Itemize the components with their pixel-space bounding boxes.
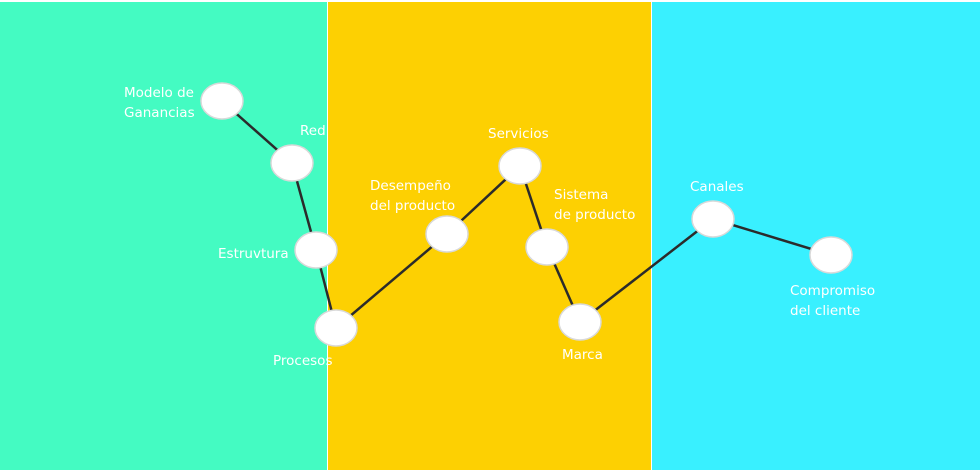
panel-middle: [328, 2, 651, 470]
label-red: Red: [300, 123, 326, 139]
nodes-layer: [200, 82, 853, 347]
panel-left: [0, 2, 327, 470]
node-compromiso: [809, 236, 853, 274]
label-modelo-de-ganancias: Modelo de Ganancias: [124, 85, 195, 121]
label-marca: Marca: [562, 347, 603, 363]
label-compromiso-del-cliente: Compromiso del cliente: [790, 283, 876, 319]
node-desempeno: [425, 215, 469, 253]
edge-marca-canales: [579, 218, 714, 323]
node-red: [270, 144, 314, 182]
label-servicios: Servicios: [488, 126, 549, 142]
node-canales: [691, 200, 735, 238]
label-desempeno-del-producto: Desempeño del producto: [370, 178, 456, 214]
label-sistema-de-producto: Sistema de producto: [554, 187, 636, 223]
label-canales: Canales: [690, 179, 744, 195]
node-sistema: [525, 228, 569, 266]
edge-procesos-desempeno: [335, 233, 448, 329]
node-procesos: [314, 309, 358, 347]
label-procesos: Procesos: [273, 353, 333, 369]
node-marca: [558, 303, 602, 341]
label-estructura: Estruvtura: [218, 246, 289, 262]
node-servicios: [498, 147, 542, 185]
node-modelo: [200, 82, 244, 120]
node-estructura: [294, 231, 338, 269]
